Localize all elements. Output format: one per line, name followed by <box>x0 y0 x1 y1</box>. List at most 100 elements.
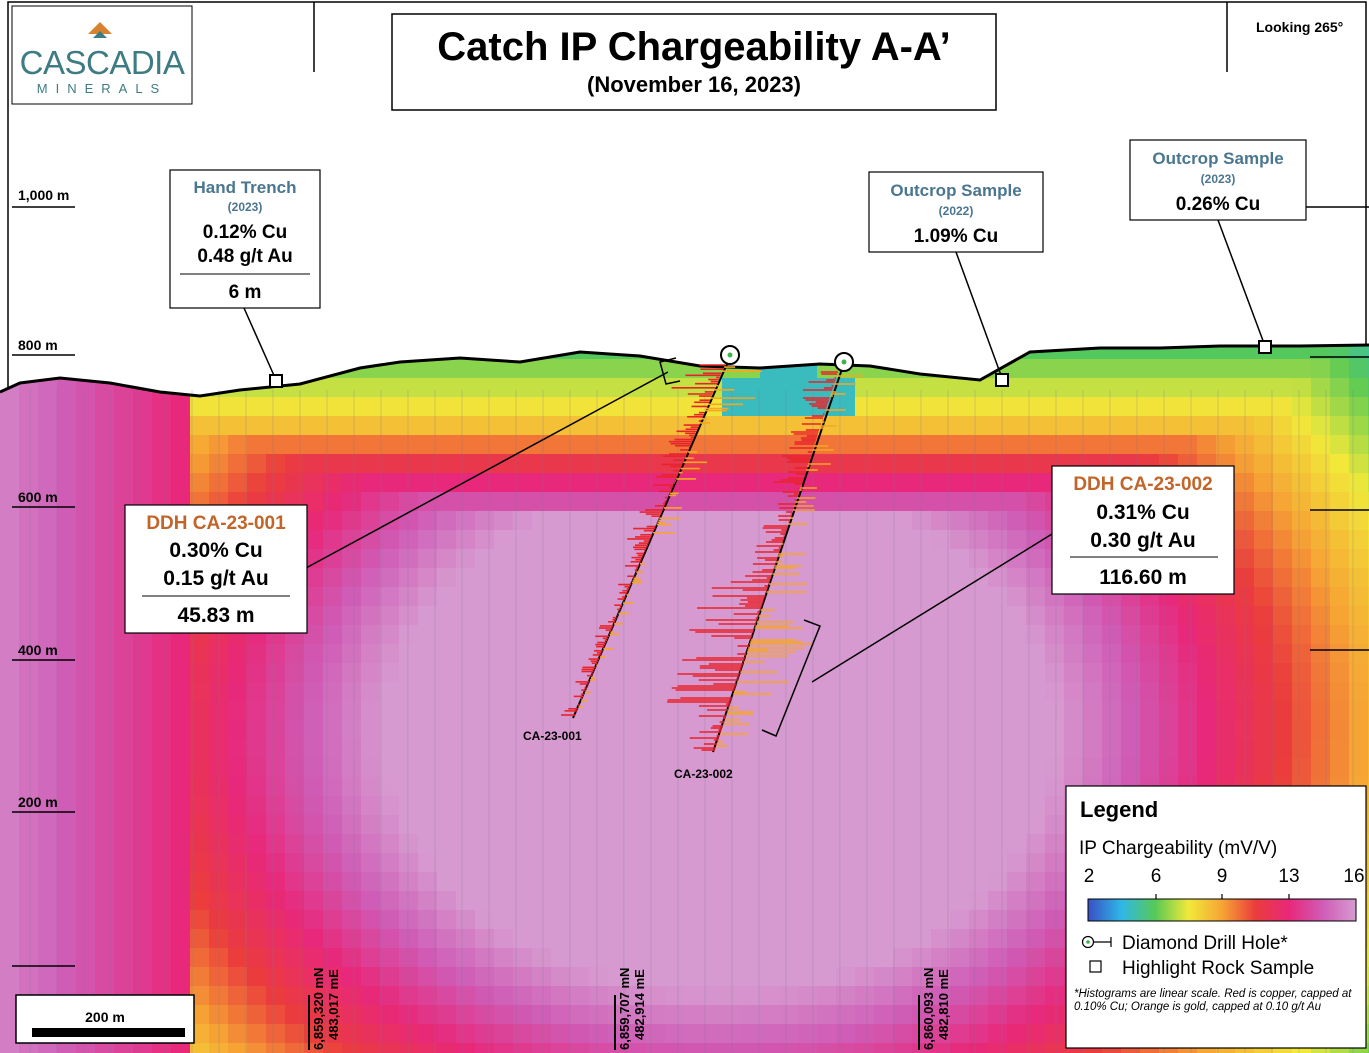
grid-cell <box>779 967 799 987</box>
grid-cell <box>684 511 704 531</box>
grid-cell <box>912 625 932 645</box>
grid-cell <box>684 834 704 854</box>
drill-collar-001[interactable] <box>720 345 740 365</box>
grid-cell <box>969 663 989 683</box>
grid-cell <box>1007 701 1027 721</box>
grid-cell <box>95 568 115 588</box>
rock-sample-marker-2022[interactable] <box>995 373 1009 387</box>
grid-cell <box>342 416 362 436</box>
grid-cell <box>950 853 970 873</box>
grid-cell <box>1292 549 1312 569</box>
grid-cell <box>399 644 419 664</box>
grid-cell <box>779 834 799 854</box>
grid-cell <box>57 834 77 854</box>
grid-cell <box>1159 701 1179 721</box>
grid-cell <box>76 777 96 797</box>
grid-cell <box>380 492 400 512</box>
grid-cell <box>703 910 723 930</box>
grid-cell <box>532 777 552 797</box>
grid-cell <box>1064 435 1084 455</box>
grid-cell <box>152 967 172 987</box>
grid-cell <box>247 1005 267 1025</box>
legend-note: *Histograms are linear scale. Red is cop… <box>1074 988 1352 1013</box>
grid-cell <box>1045 378 1065 398</box>
grid-cell <box>589 1043 609 1053</box>
grid-cell <box>1330 663 1350 683</box>
grid-cell <box>893 739 913 759</box>
grid-cell <box>0 853 20 873</box>
grid-cell <box>1159 720 1179 740</box>
grid-cell <box>1349 378 1369 398</box>
grid-cell <box>380 682 400 702</box>
callout-hand-trench[interactable]: Hand Trench (2023) 0.12% Cu 0.48 g/t Au … <box>169 169 321 309</box>
grid-cell <box>931 777 951 797</box>
grid-cell <box>304 1043 324 1053</box>
grid-cell <box>437 720 457 740</box>
callout-outcrop-2023[interactable]: Outcrop Sample (2023) 0.26% Cu <box>1129 139 1307 221</box>
grid-cell <box>798 739 818 759</box>
grid-cell <box>1026 872 1046 892</box>
callout-ddh-001[interactable]: DDH CA-23-001 0.30% Cu 0.15 g/t Au 45.83… <box>124 504 308 634</box>
grid-cell <box>342 492 362 512</box>
grid-cell <box>570 929 590 949</box>
grid-cell <box>1045 796 1065 816</box>
grid-cell <box>76 853 96 873</box>
grid-cell <box>627 948 647 968</box>
grid-cell <box>741 720 761 740</box>
grid-cell <box>1349 473 1369 493</box>
grid-cell <box>38 701 58 721</box>
grid-cell <box>1330 568 1350 588</box>
grid-cell <box>1311 435 1331 455</box>
drill-collar-002[interactable] <box>834 352 854 372</box>
grid-cell <box>1254 511 1274 531</box>
grid-cell <box>171 891 191 911</box>
grid-cell <box>703 1024 723 1044</box>
grid-cell <box>684 796 704 816</box>
callout-outcrop-2022[interactable]: Outcrop Sample (2022) 1.09% Cu <box>868 171 1044 253</box>
grid-cell <box>646 454 666 474</box>
grid-cell <box>627 644 647 664</box>
grid-cell <box>0 739 20 759</box>
grid-cell <box>418 644 438 664</box>
grid-cell <box>703 606 723 626</box>
grid-cell <box>342 967 362 987</box>
page-title: Catch IP Chargeability A-A’ <box>437 25 950 69</box>
grid-cell <box>399 815 419 835</box>
grid-cell <box>570 967 590 987</box>
grid-cell <box>551 815 571 835</box>
grid-cell <box>741 682 761 702</box>
grid-cell <box>1007 435 1027 455</box>
grid-cell <box>665 663 685 683</box>
grid-cell <box>912 739 932 759</box>
grid-cell <box>228 473 248 493</box>
grid-cell <box>380 345 400 360</box>
grid-cell <box>1197 435 1217 455</box>
grid-cell <box>494 815 514 835</box>
grid-cell <box>19 815 39 835</box>
grid-cell <box>437 758 457 778</box>
grid-cell <box>665 815 685 835</box>
grid-cell <box>836 549 856 569</box>
grid-cell <box>551 663 571 683</box>
callout-ddh-002[interactable]: DDH CA-23-002 0.31% Cu 0.30 g/t Au 116.6… <box>1051 465 1235 595</box>
grid-cell <box>627 739 647 759</box>
grid-cell <box>931 967 951 987</box>
rock-sample-marker-trench[interactable] <box>269 374 283 388</box>
grid-cell <box>570 777 590 797</box>
grid-cell <box>1026 1024 1046 1044</box>
grid-cell <box>475 511 495 531</box>
grid-cell <box>1216 606 1236 626</box>
grid-cell <box>152 1043 172 1053</box>
grid-cell <box>760 378 780 398</box>
grid-cell <box>722 416 742 436</box>
grid-cell <box>1026 625 1046 645</box>
grid-cell <box>912 777 932 797</box>
grid-cell <box>646 720 666 740</box>
grid-cell <box>1178 739 1198 759</box>
grid-cell <box>38 568 58 588</box>
grid-cell <box>1007 929 1027 949</box>
grid-cell <box>817 606 837 626</box>
rock-sample-marker-2023[interactable] <box>1258 340 1272 354</box>
grid-cell <box>190 834 210 854</box>
grid-cell <box>551 1024 571 1044</box>
